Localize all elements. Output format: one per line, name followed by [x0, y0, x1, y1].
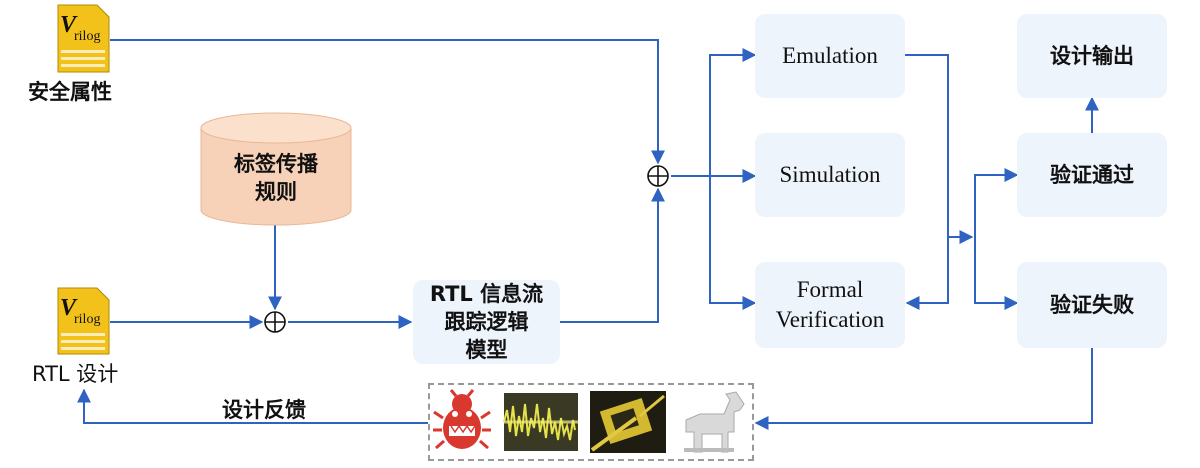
- verilog-icon-text: rilog: [74, 312, 100, 327]
- waveform-image: [503, 393, 578, 451]
- arrow-props-to-merge: [110, 39, 665, 165]
- line-emulation-out: [905, 54, 949, 237]
- arrow-to-emulation: [671, 48, 757, 177]
- model-line-2: 跟踪逻辑: [444, 310, 529, 334]
- formal-label-line-1: Formal: [796, 277, 864, 302]
- simulation-box: Simulation: [755, 133, 905, 217]
- design-output-label: 设计输出: [1050, 44, 1134, 68]
- merge-symbol-large: [647, 165, 669, 187]
- simulation-label: Simulation: [779, 162, 881, 187]
- security-properties-label: 安全属性: [28, 80, 112, 104]
- emulation-box: Emulation: [755, 14, 905, 98]
- rtl-ift-model-box: RTL 信息流 跟踪逻辑 模型: [413, 280, 560, 364]
- verification-fail-label: 验证失败: [1050, 293, 1134, 317]
- design-output-box: 设计输出: [1017, 14, 1167, 98]
- verilog-icon-text: rilog: [74, 29, 100, 44]
- verification-pass-box: 验证通过: [1017, 133, 1167, 217]
- formal-verification-box: Formal Verification: [755, 262, 905, 348]
- rules-cylinder: [200, 112, 352, 226]
- arrow-model-to-merge: [560, 187, 665, 323]
- formal-label-line-2: Verification: [775, 307, 885, 332]
- bug-icon: [433, 389, 491, 450]
- verification-fail-box: 验证失败: [1017, 262, 1167, 348]
- model-line-1: RTL 信息流: [429, 282, 544, 306]
- arrow-back-to-formal: [905, 237, 949, 310]
- trojan-horse-icon: [684, 391, 745, 453]
- feedback-evidence-frame: [428, 383, 754, 461]
- verilog-icon-letter: V: [60, 295, 78, 321]
- arrow-fail-to-feedback: [754, 348, 1093, 430]
- connector-lines: [77, 39, 1099, 430]
- merge-symbol-small: [264, 311, 286, 333]
- emulation-label: Emulation: [782, 43, 878, 68]
- tag-propagation-rules-label: 标签传播 规则: [201, 150, 351, 206]
- chip-probe-image: [590, 391, 666, 453]
- arrow-to-pass: [974, 168, 1019, 237]
- rtl-design-label: RTL 设计: [32, 362, 119, 386]
- arrow-to-formal: [709, 176, 757, 310]
- model-line-3: 模型: [465, 338, 508, 362]
- verilog-file-icon: [57, 287, 110, 355]
- verilog-file-icon: [57, 4, 110, 73]
- rules-line-1: 标签传播: [234, 152, 318, 176]
- arrow-to-fail: [974, 237, 1019, 310]
- verification-pass-label: 验证通过: [1050, 163, 1134, 187]
- rules-line-2: 规则: [255, 180, 297, 204]
- arrow-feedback-to-design: [77, 388, 428, 424]
- verilog-icon-letter: V: [60, 12, 78, 38]
- design-feedback-label: 设计反馈: [222, 398, 306, 422]
